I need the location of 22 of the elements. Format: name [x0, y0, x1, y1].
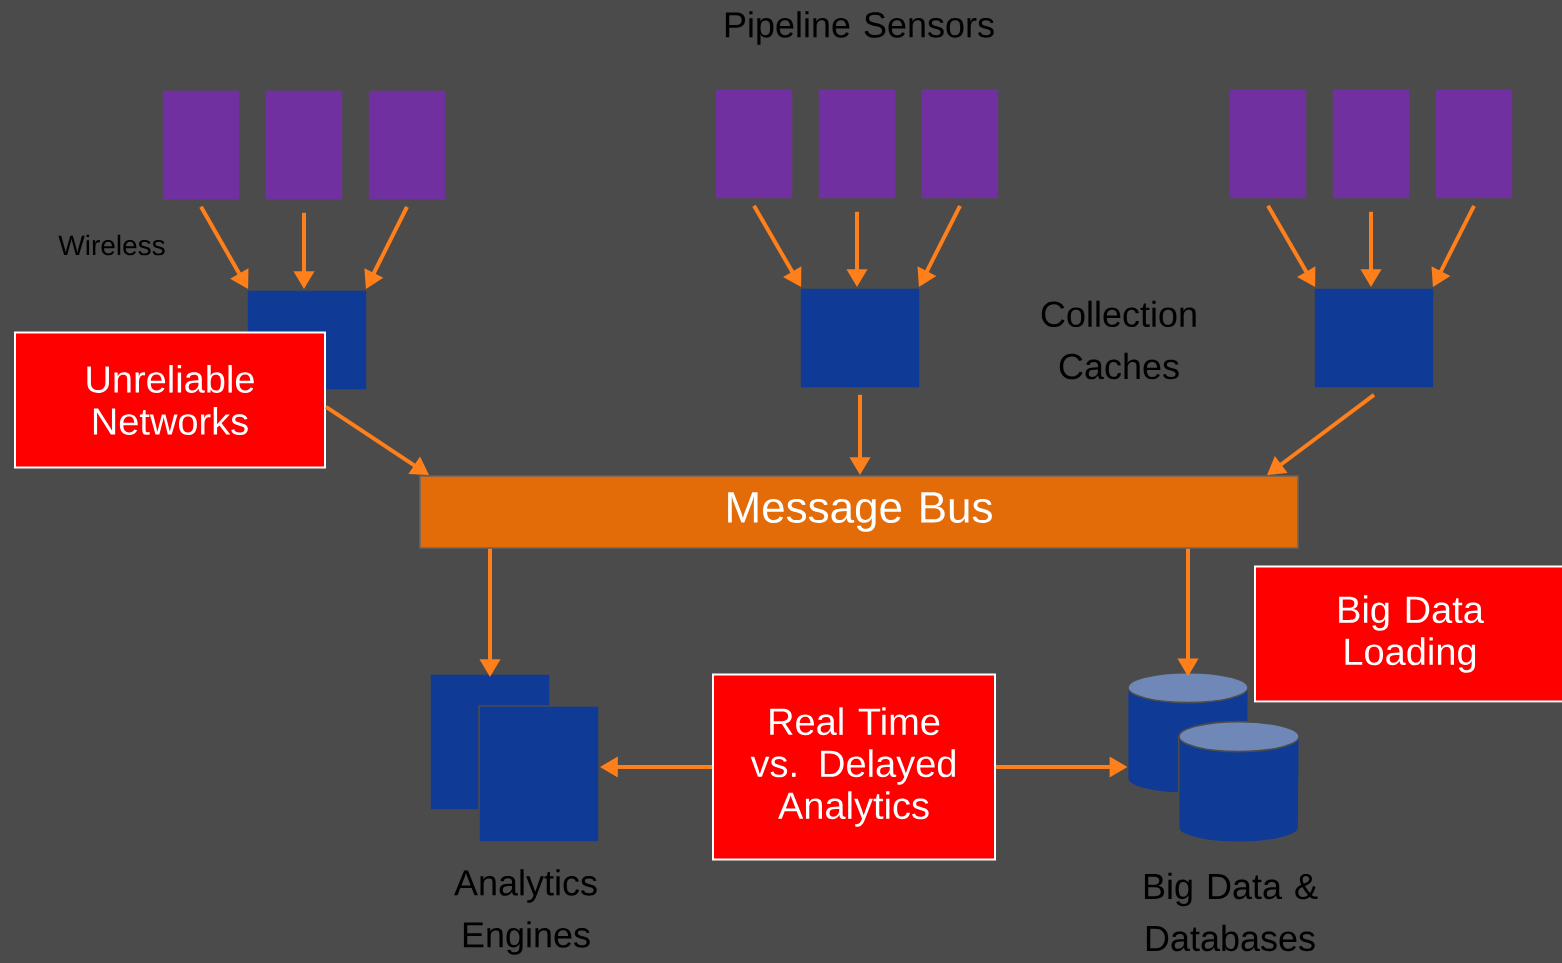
sensor-box: [920, 88, 1000, 200]
label: Collection Caches: [1041, 300, 1196, 380]
label: Pipeline Sensors: [725, 11, 994, 45]
database-cylinder: [1177, 720, 1301, 844]
engine-box: [478, 705, 600, 843]
sensor-box: [714, 88, 794, 200]
sensor-box: [161, 89, 241, 201]
callout-box: Real Time vs. Delayed Analytics: [712, 673, 996, 861]
message-bus-bar: Message Bus: [419, 475, 1299, 549]
sensor-box: [1228, 88, 1308, 200]
cache-box: [1313, 287, 1435, 389]
sensor-box: [1331, 88, 1411, 200]
sensor-box: [1434, 88, 1514, 200]
node-label: Analytics Engines: [454, 869, 597, 955]
callout-box: Unreliable Networks: [14, 331, 326, 469]
sensor-box: [264, 89, 344, 201]
label: Wireless: [58, 234, 165, 256]
sensor-box: [817, 88, 897, 200]
sensor-box: [367, 89, 447, 201]
callout-box: Big Data Loading: [1254, 565, 1562, 703]
cache-box: [799, 287, 921, 389]
node-label: Big Data & Databases: [1144, 872, 1318, 952]
